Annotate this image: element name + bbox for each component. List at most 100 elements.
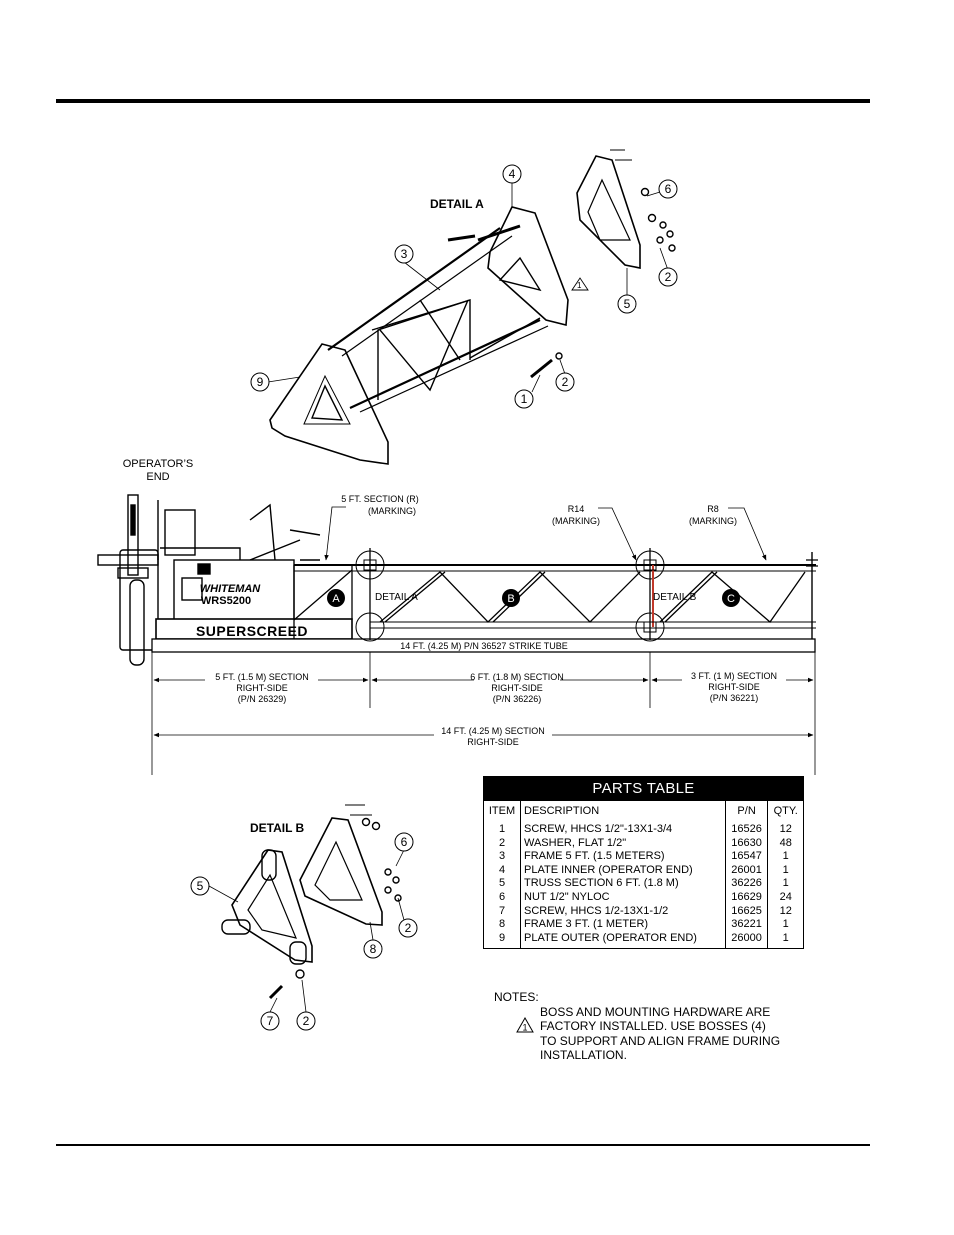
cell-description: FRAME 3 FT. (1 METER) <box>520 918 726 932</box>
callout-a-4: 4 <box>502 164 522 184</box>
cell-pn: 16629 <box>724 890 768 905</box>
note-line: BOSS AND MOUNTING HARDWARE ARE <box>540 1004 771 1019</box>
cell-pn: 16526 <box>724 823 768 837</box>
strike-tube-label: 14 FT. (4.25 M) P/N 36527 STRIKE TUBE <box>400 641 567 651</box>
callout-b-7: 7 <box>260 1011 280 1031</box>
svg-text:RIGHT-SIDE: RIGHT-SIDE <box>708 682 760 692</box>
svg-text:9: 9 <box>257 375 264 389</box>
svg-text:8: 8 <box>370 942 377 956</box>
cell-qty: 1 <box>767 877 803 891</box>
cell-description: FRAME 5 FT. (1.5 METERS) <box>520 850 726 864</box>
parts-table-header: ITEM DESCRIPTION P/N QTY. <box>484 801 803 823</box>
notes-title: NOTES: <box>494 990 539 1004</box>
notes-body: BOSS AND MOUNTING HARDWARE ARE FACTORY I… <box>540 1005 814 1063</box>
svg-text:B: B <box>507 593 514 605</box>
cell-item: 8 <box>498 918 506 931</box>
svg-text:(MARKING): (MARKING) <box>368 506 416 516</box>
callout-a-2: 2 <box>658 267 678 287</box>
svg-text:5: 5 <box>624 297 631 311</box>
cell-qty: 1 <box>767 931 803 949</box>
svg-text:2: 2 <box>665 270 672 284</box>
product-name: SUPERSCREED <box>196 623 308 639</box>
svg-text:END: END <box>146 471 169 483</box>
cell-qty: 12 <box>767 904 803 919</box>
detail-a-ref: DETAIL A <box>375 592 418 603</box>
callout-a-1: 1 <box>514 389 534 409</box>
cell-item: 6 <box>498 890 506 903</box>
svg-text:1: 1 <box>522 1023 527 1033</box>
detail-a-callouts: 4 6 3 2 5 9 2 1 <box>250 164 678 409</box>
detail-b-ref: DETAIL B <box>653 592 697 603</box>
callout-b-6: 6 <box>394 832 414 852</box>
cell-qty: 1 <box>767 850 803 864</box>
parts-table-title: PARTS TABLE <box>484 777 803 801</box>
note-line: TO SUPPORT AND ALIGN FRAME DURING <box>540 1033 781 1048</box>
svg-text:C: C <box>727 593 735 605</box>
cell-pn: 26001 <box>724 863 768 878</box>
brand-name: WHITEMAN <box>200 583 262 595</box>
footer-rule <box>56 1144 870 1146</box>
svg-text:3: 3 <box>401 247 408 261</box>
callout-a-6: 6 <box>658 179 678 199</box>
cell-description: PLATE OUTER (OPERATOR END) <box>520 931 726 949</box>
header-rule <box>56 99 870 103</box>
cell-pn: 16625 <box>724 904 768 919</box>
svg-text:RIGHT-SIDE: RIGHT-SIDE <box>236 683 288 693</box>
cell-item: 5 <box>498 877 506 890</box>
svg-text:(P/N 36226): (P/N 36226) <box>493 694 542 704</box>
section-letter-a: A <box>327 589 345 607</box>
cell-description: TRUSS SECTION 6 FT. (1.8 M) <box>520 877 726 891</box>
cell-description: SCREW, HHCS 1/2-13X1-1/2 <box>520 904 726 919</box>
mq-logo: MQ <box>198 567 210 574</box>
col-qty: QTY. <box>767 801 803 823</box>
cell-qty: 48 <box>767 836 803 851</box>
svg-text:2: 2 <box>562 375 569 389</box>
callout-a-5: 5 <box>617 294 637 314</box>
cell-item: 7 <box>498 904 506 917</box>
cell-description: SCREW, HHCS 1/2"-13X1-3/4 <box>520 823 726 837</box>
callout-b-5: 5 <box>190 876 210 896</box>
callout-b-2: 2 <box>398 918 418 938</box>
col-item: ITEM <box>488 805 516 817</box>
svg-text:2: 2 <box>405 921 412 935</box>
cell-pn: 16630 <box>724 836 768 851</box>
detail-a-drawing: DETAIL A 1 <box>267 149 676 465</box>
model-name: WRS5200 <box>201 595 251 607</box>
callout-b-8: 8 <box>363 939 383 959</box>
svg-text:2: 2 <box>303 1014 310 1028</box>
note-triangle-icon: 1 <box>516 1017 534 1033</box>
cell-pn: 16547 <box>724 850 768 864</box>
cell-pn: 36221 <box>724 918 768 932</box>
svg-text:(MARKING): (MARKING) <box>552 516 600 526</box>
svg-text:6: 6 <box>665 182 672 196</box>
cell-item: 3 <box>498 850 506 863</box>
svg-text:RIGHT-SIDE: RIGHT-SIDE <box>467 737 519 747</box>
svg-text:7: 7 <box>267 1014 274 1028</box>
col-description: DESCRIPTION <box>520 801 726 823</box>
dim-3ft-line1: 3 FT. (1 M) SECTION <box>691 671 777 681</box>
svg-text:A: A <box>332 593 340 605</box>
svg-text:RIGHT-SIDE: RIGHT-SIDE <box>491 683 543 693</box>
svg-text:4: 4 <box>509 167 516 181</box>
svg-text:5: 5 <box>197 879 204 893</box>
svg-text:(P/N 36221): (P/N 36221) <box>710 693 759 703</box>
detail-a-title: DETAIL A <box>430 197 484 211</box>
section-letter-c: C <box>722 589 740 607</box>
detail-b-callouts: 6 5 2 8 7 2 <box>190 832 418 1031</box>
cell-item: 2 <box>498 836 506 849</box>
svg-text:1: 1 <box>521 392 528 406</box>
cell-qty: 12 <box>767 823 803 837</box>
callout-a-3: 3 <box>394 244 414 264</box>
